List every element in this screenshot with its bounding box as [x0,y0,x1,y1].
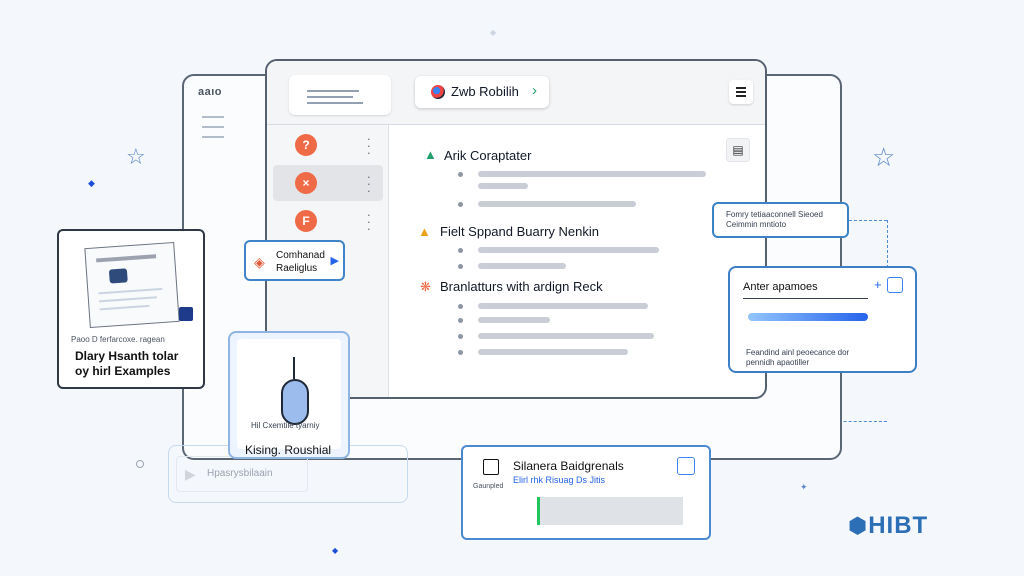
spark-icon: ❋ [420,279,431,294]
properties-card[interactable]: Anter apamoes + Feandind ainl peoecance … [728,266,917,373]
text-placeholder [478,333,654,339]
connector-line [887,220,888,268]
text-placeholder [478,183,528,189]
command-button[interactable]: ◈ Comhanad Raeliglus ▶ [244,240,345,281]
brand-logo: ⬢HIBT [848,512,928,540]
selection-card[interactable]: Gaunpled Silanera Baidgrenals Elirl rhk … [461,445,711,540]
image-icon[interactable] [887,277,903,293]
add-icon[interactable]: + [874,277,882,292]
section-title: Branlatturs with ardign Reck [440,279,603,294]
text-placeholder [478,263,566,269]
line-icon [307,90,359,92]
text-placeholder [478,317,550,323]
cube-icon: ◈ [254,254,265,270]
hamburger-menu-icon[interactable] [729,80,753,104]
card-title: Silanera Baidgrenals [513,459,624,473]
close-icon: × [295,172,317,194]
more-options-icon[interactable]: ··· [366,169,371,198]
card-text: pennidh apaotiller [746,358,810,367]
dot-icon [136,460,144,468]
command-label: Comhanad [276,250,325,261]
document-title: Dlary Hsanth tolar [75,349,179,363]
selection-area[interactable] [537,497,683,525]
spark-icon: ◆ [88,178,95,188]
file-icon: F [295,210,317,232]
play-arrow-icon: ▶ [330,255,339,267]
text-placeholder [478,247,659,253]
frame-icon [483,459,499,475]
text-placeholder [478,171,706,177]
mouse-title: Kising. Roushial [245,443,332,457]
menu-list-button[interactable] [289,75,391,115]
mouse-caption: Hil Cxemtile tyarniy [251,421,320,430]
toolbar: Zwb Robilih › [267,61,765,125]
sidebar-item-close[interactable]: × ··· [273,165,383,201]
app-logo-icon [431,85,445,99]
connector-line [849,220,887,221]
card-text: Feandind ainl peoecance dor [746,348,850,357]
line-icon [307,102,363,104]
media-player[interactable]: ▶ Hpasrysbilaain [176,456,308,492]
document-card[interactable]: Paoo D ferfarcoxe. ragean Dlary Hsanth t… [57,229,205,389]
document-icon[interactable]: ▤ [726,138,750,162]
title-pill-button[interactable]: Zwb Robilih › [415,76,549,108]
hexagon-logo-icon: ⬢ [848,513,869,538]
text-placeholder [478,201,636,207]
spark-icon: ◆ [490,28,497,37]
info-line: Fomry tetiaaconnell Sieoed [726,210,823,219]
background-logo: aaıo [198,86,223,98]
star-outline-icon: ☆ [126,144,146,169]
chevron-right-icon: › [532,82,537,99]
document-thumbnail [84,241,180,329]
card-subtitle: Elirl rhk Risuag Ds Jitis [513,475,606,485]
sidebar-item-file[interactable]: F ··· [273,203,383,239]
section-title: Arik Coraptater [444,148,532,163]
brand-name: HIBT [868,512,929,539]
window-title: Zwb Robilih [451,84,519,99]
card-label: Gaunpled [473,483,504,490]
section-title: Fielt Sppand Buarry Nenkin [440,224,599,239]
more-options-icon[interactable]: ··· [366,207,371,236]
sidebar-item-help[interactable]: ? ··· [273,127,383,163]
line-icon [202,126,224,128]
spark-icon: ✦ [800,482,808,492]
command-sublabel: Raeliglus [276,263,318,274]
info-line: Ceimmin mntioto [726,220,787,229]
mouse-icon [281,379,309,425]
line-icon [202,116,224,118]
highlight-bar [748,313,868,321]
document-meta: Paoo D ferfarcoxe. ragean [71,335,165,344]
word-doc-icon [179,307,193,321]
line-icon [307,96,353,98]
document-subtitle: oy hirl Examples [75,364,171,378]
warning-icon: ▲ [418,224,431,239]
star-outline-icon: ☆ [872,142,896,172]
play-icon[interactable]: ▶ [185,466,196,482]
expand-icon[interactable] [677,457,695,475]
mouse-card[interactable]: Hil Cxemtile tyarniy Kising. Roushial [228,331,350,459]
leaf-icon: ▲ [424,147,437,162]
spark-icon: ◆ [332,546,339,555]
card-title: Anter apamoes [743,281,818,293]
player-label: Hpasrysbilaain [207,468,273,479]
line-icon [202,136,224,138]
text-placeholder [478,349,628,355]
info-card[interactable]: Fomry tetiaaconnell Sieoed Ceimmin mntio… [712,202,849,238]
text-placeholder [478,303,648,309]
more-options-icon[interactable]: ··· [366,131,371,160]
help-icon: ? [295,134,317,156]
